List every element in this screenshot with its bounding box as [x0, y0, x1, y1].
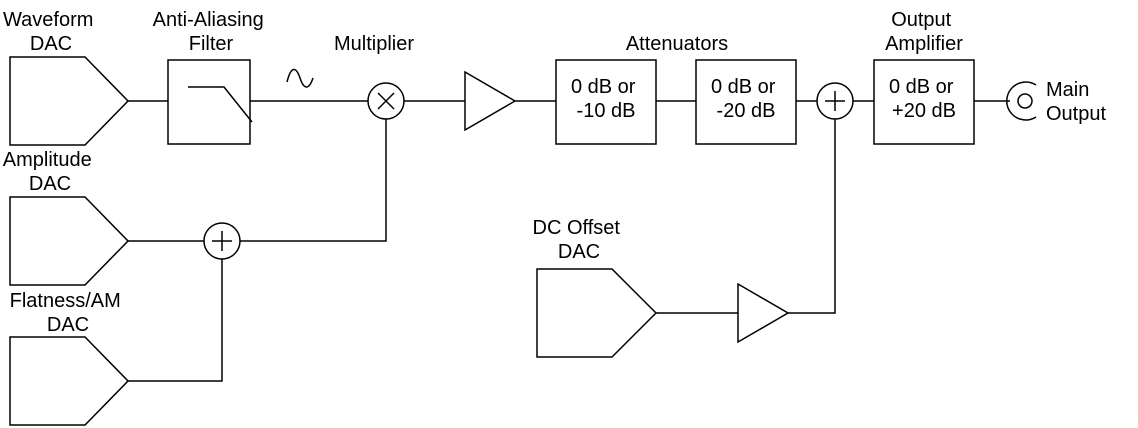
multiplier-label: Multiplier	[334, 33, 414, 55]
filter-label-line-2: Filter	[189, 33, 234, 55]
output-amplifier-label-line-1: Output	[891, 9, 951, 31]
waveform-dac: Waveform DAC	[3, 9, 130, 146]
flatness-am-dac-label-line-2: DAC	[47, 314, 89, 336]
attenuator-10db-line-2: -10 dB	[577, 100, 636, 122]
amplitude-dac-label: Amplitude DAC	[3, 149, 98, 195]
wires	[128, 100, 1010, 382]
wire-summer-to-multiplier	[240, 119, 387, 242]
output-amplifier-label: Output Amplifier	[885, 9, 963, 55]
output-amplifier: Output Amplifier 0 dB or +20 dB	[873, 9, 975, 145]
bnc-connector-icon	[1006, 81, 1037, 121]
triangle-amplifier-icon	[464, 70, 517, 132]
flatness-am-dac-label-line-1: Flatness/AM	[10, 290, 121, 312]
main-output-label-line-2: Output	[1046, 103, 1106, 125]
sine-wave-icon	[286, 68, 314, 88]
wire-flatness-dac-to-summer	[128, 259, 223, 382]
flatness-am-dac: Flatness/AM DAC	[9, 290, 130, 426]
wire-dc-amp-to-summer	[788, 119, 836, 314]
amplitude-dac: Amplitude DAC	[3, 149, 130, 286]
anti-aliasing-filter: Anti-Aliasing Filter	[153, 9, 270, 145]
output-amplifier-box	[873, 59, 975, 145]
waveform-dac-label-line-2: DAC	[30, 33, 72, 55]
main-output-label-line-1: Main	[1046, 79, 1089, 101]
dac-pentagon-shape	[9, 336, 130, 426]
dc-offset-dac-label-line-2: DAC	[558, 241, 600, 263]
main-output: Main Output	[1006, 79, 1106, 125]
attenuator-20db-line-2: -20 dB	[717, 100, 776, 122]
attenuators-label: Attenuators	[626, 33, 728, 55]
attenuator-10db-line-1: 0 dB or	[571, 76, 636, 98]
output-amplifier-gain-line-1: 0 dB or	[889, 76, 954, 98]
filter-label-line-1: Anti-Aliasing	[153, 9, 264, 31]
amplitude-dac-label-line-2: DAC	[29, 173, 71, 195]
attenuator-10db-box	[555, 59, 657, 145]
waveform-dac-label-line-1: Waveform	[3, 9, 93, 31]
output-amplifier-label-line-2: Amplifier	[885, 33, 963, 55]
dc-offset-dac: DC Offset DAC	[533, 217, 658, 358]
filter-box	[167, 59, 251, 145]
output-amplifier-gain-line-2: +20 dB	[892, 100, 956, 122]
attenuator-20db: 0 dB or -20 dB	[695, 59, 797, 145]
attenuator-10db: 0 dB or -10 dB	[555, 59, 657, 145]
output-amplifier-gain-label: 0 dB or +20 dB	[889, 76, 959, 122]
plus-icon	[212, 231, 232, 251]
amplitude-dac-label-line-1: Amplitude	[3, 149, 92, 171]
dac-pentagon-shape	[9, 56, 130, 146]
plus-icon	[825, 91, 845, 111]
waveform-dac-label: Waveform DAC	[3, 9, 99, 55]
dac-pentagon-shape	[9, 196, 130, 286]
dac-pentagon-shape	[536, 268, 658, 358]
main-output-label: Main Output	[1046, 79, 1106, 125]
multiply-icon	[377, 92, 395, 110]
output-summer	[816, 82, 854, 120]
attenuator-20db-line-1: 0 dB or	[711, 76, 776, 98]
lowpass-filter-icon	[188, 86, 253, 123]
triangle-amplifier-icon	[737, 282, 790, 344]
dc-offset-dac-label: DC Offset DAC	[533, 217, 626, 263]
amplitude-summer	[203, 222, 241, 260]
attenuator-10db-label: 0 dB or -10 dB	[571, 76, 641, 122]
multiplier: Multiplier	[334, 33, 414, 120]
dc-offset-dac-label-line-1: DC Offset	[533, 217, 621, 239]
attenuator-20db-box	[695, 59, 797, 145]
attenuator-20db-label: 0 dB or -20 dB	[711, 76, 781, 122]
anti-aliasing-filter-label: Anti-Aliasing Filter	[153, 9, 270, 55]
flatness-am-dac-label: Flatness/AM DAC	[10, 290, 127, 336]
